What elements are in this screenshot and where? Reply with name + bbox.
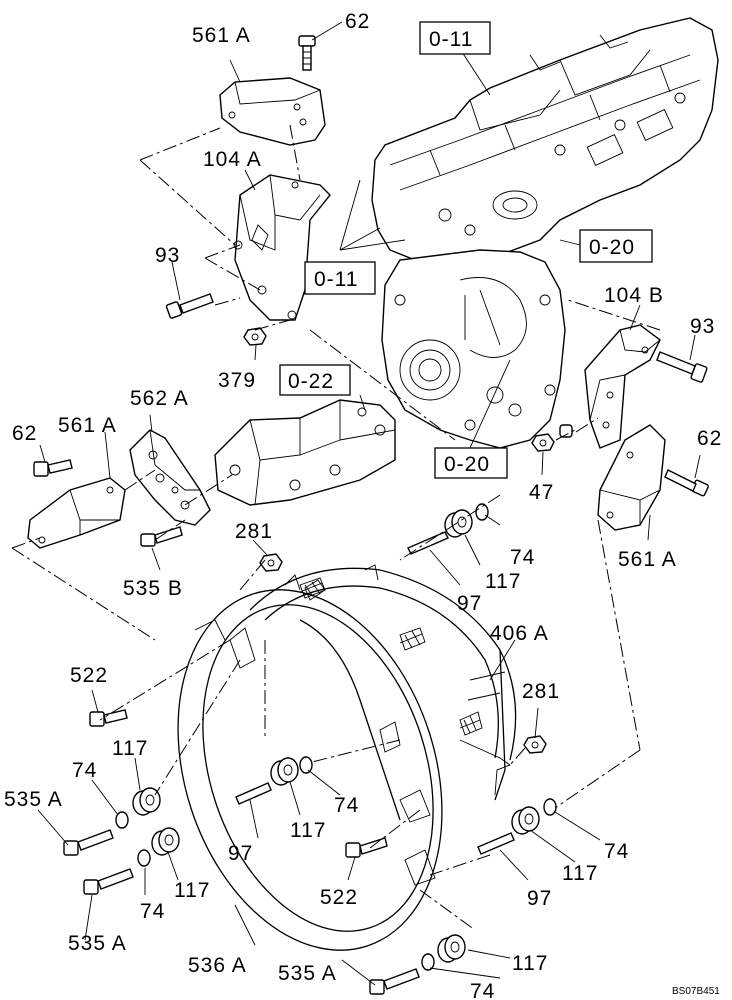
bolt-62-left xyxy=(33,459,73,477)
bolt-93-left xyxy=(165,293,214,319)
ref-label: 0-20 xyxy=(444,453,490,476)
part-label: 379 xyxy=(218,369,256,392)
assembly-lines xyxy=(11,124,661,931)
washer-74-bottom xyxy=(421,953,435,971)
stud-97-upper xyxy=(407,531,449,555)
spacer-117-left-upper xyxy=(132,787,161,816)
part-label: 62 xyxy=(697,427,722,450)
ref-box: 0-11 xyxy=(419,21,491,55)
ref-box: 0-22 xyxy=(279,364,351,396)
bolt-93-right xyxy=(656,351,708,383)
mount-0-22 xyxy=(214,399,396,506)
mesh-patch xyxy=(299,577,326,599)
spacer-117-upper xyxy=(444,509,473,538)
part-label: 117 xyxy=(112,737,148,760)
part-label: 74 xyxy=(510,546,535,569)
nut-281-right xyxy=(523,735,547,754)
part-label: 93 xyxy=(690,315,715,338)
part-label: 62 xyxy=(345,10,370,33)
mesh-patch xyxy=(459,711,483,736)
part-label: 104 A xyxy=(203,148,262,171)
shroud-ring-536a xyxy=(177,589,443,951)
ref-label: 0-11 xyxy=(314,268,358,291)
spacer-117-center xyxy=(270,757,299,786)
ref-box: 0-11 xyxy=(304,261,376,295)
engine-front-cover xyxy=(381,249,566,449)
spacer-117-right xyxy=(511,806,540,835)
bolt-62-right xyxy=(664,469,709,497)
bolt-535a-left-upper xyxy=(63,829,114,856)
nut-281-upper xyxy=(259,553,283,572)
mesh-patch xyxy=(399,627,426,651)
part-label: 97 xyxy=(457,592,482,615)
bolt-535a-left-lower xyxy=(83,868,134,895)
part-label: 97 xyxy=(228,842,253,865)
part-label: 74 xyxy=(604,840,629,863)
part-label: 535 B xyxy=(123,577,183,600)
part-label: 535 A xyxy=(68,932,127,955)
ref-box: 0-20 xyxy=(434,447,508,479)
part-label: 561 A xyxy=(618,548,677,571)
part-label: 104 B xyxy=(604,284,664,307)
part-label: 117 xyxy=(174,879,210,902)
part-label: 117 xyxy=(290,819,326,842)
nut-379 xyxy=(243,327,267,346)
part-label: 281 xyxy=(235,520,273,543)
ref-box: 0-20 xyxy=(579,229,653,263)
part-label: 74 xyxy=(470,980,495,1000)
ref-label: 0-22 xyxy=(288,370,334,393)
ref-label: 0-11 xyxy=(429,28,473,51)
washer-74-left-lower xyxy=(137,849,151,867)
bolt-535b xyxy=(140,526,183,547)
spacer-117-bottom xyxy=(437,934,466,963)
bracket-561a-right xyxy=(597,424,666,531)
bolt-522-lower xyxy=(345,837,388,858)
nut-47 xyxy=(531,424,573,452)
part-label: 281 xyxy=(522,680,560,703)
part-label: 535 A xyxy=(278,962,337,985)
washer-74-left-upper xyxy=(115,811,129,829)
ref-label: 0-20 xyxy=(589,236,635,259)
stud-97-center xyxy=(235,782,272,805)
bracket-561a-left xyxy=(27,477,126,549)
part-label: 62 xyxy=(12,422,37,445)
part-label: 561 A xyxy=(58,414,117,437)
part-label: 522 xyxy=(320,886,358,909)
part-label: 561 A xyxy=(192,24,251,47)
part-label: 562 A xyxy=(130,387,189,410)
part-label: 93 xyxy=(155,244,180,267)
leader-lines xyxy=(37,21,701,986)
bracket-562a xyxy=(129,429,211,526)
bracket-561a-top xyxy=(219,77,326,146)
bolt-535a-bottom xyxy=(369,968,420,995)
part-label: 535 A xyxy=(4,788,63,811)
stud-97-right xyxy=(477,832,515,855)
bolt-62-top xyxy=(298,35,316,71)
washer-74-upper xyxy=(475,503,489,521)
spacer-117-left-lower xyxy=(151,827,180,856)
bolt-522-upper xyxy=(89,709,128,727)
part-label: 406 A xyxy=(490,622,549,645)
part-label: 74 xyxy=(72,759,97,782)
part-label: 522 xyxy=(70,664,108,687)
washer-74-right xyxy=(543,798,557,816)
fan-shroud-406a xyxy=(249,564,517,821)
part-label: 74 xyxy=(334,794,359,817)
part-label: 97 xyxy=(527,887,552,910)
washer-74-center xyxy=(299,756,313,774)
part-label: 117 xyxy=(562,862,598,885)
bracket-104a xyxy=(233,174,331,321)
drawing-code: BS07B451 xyxy=(672,986,720,997)
part-label: 74 xyxy=(140,900,165,923)
part-label: 536 A xyxy=(188,954,247,977)
bracket-104b xyxy=(584,324,661,449)
part-label: 117 xyxy=(485,570,521,593)
part-label: 117 xyxy=(512,952,548,975)
part-label: 47 xyxy=(529,481,554,504)
